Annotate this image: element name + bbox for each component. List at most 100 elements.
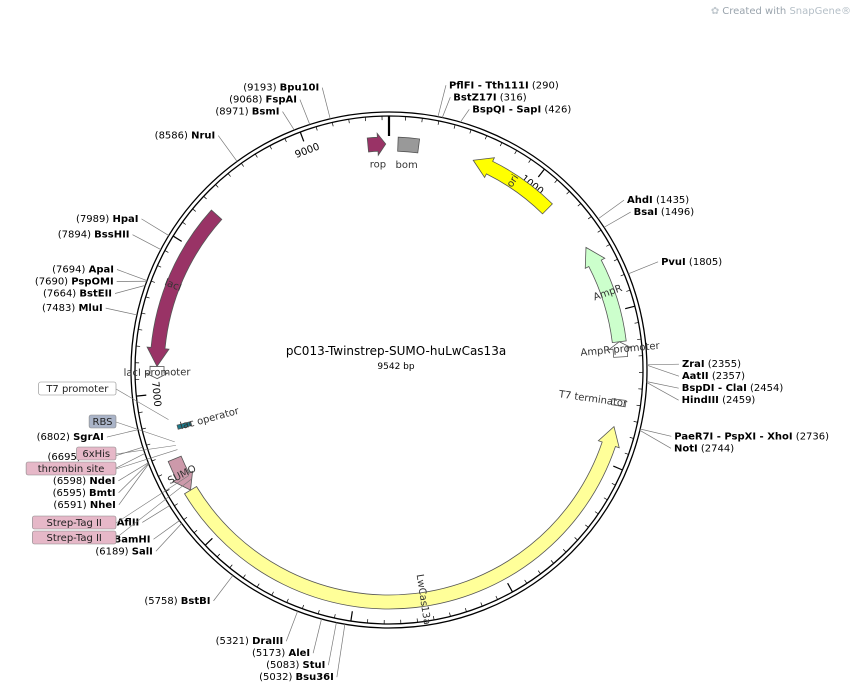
tick-mark — [145, 296, 150, 299]
tick-mark — [433, 615, 435, 621]
callout-t7-promoter: T7 promoter — [45, 384, 109, 395]
tick-mark — [331, 122, 334, 127]
tick-mark — [603, 497, 608, 501]
site-leader — [328, 622, 337, 666]
site-leader — [299, 99, 311, 125]
site-leader — [646, 363, 679, 366]
tick-mark — [537, 168, 545, 178]
tick-mark — [550, 560, 554, 564]
site-label-sgrai: (6802) SgrAI — [37, 432, 104, 443]
feature-bom — [397, 136, 421, 154]
site-leader — [106, 429, 139, 438]
tick-mark — [554, 179, 558, 183]
callout-6xhis: 6xHis — [82, 449, 110, 460]
tick-mark — [284, 138, 287, 143]
site-label-bmti: (6595) BmtI — [53, 488, 116, 499]
restriction-sites: PflFI - Tth111I (290)BstZ17I (316)BspQI … — [35, 80, 829, 683]
site-leader — [603, 211, 631, 228]
tick-mark — [629, 437, 634, 439]
tick-mark — [626, 289, 631, 292]
tick-mark — [138, 411, 143, 414]
tick-mark — [271, 591, 274, 596]
tick-mark — [204, 537, 213, 546]
site-leader — [118, 462, 149, 482]
site-leader — [217, 135, 238, 162]
tick-mark — [241, 163, 244, 167]
tick-mark — [203, 196, 207, 200]
site-leader — [141, 218, 169, 236]
tick-mark — [449, 612, 451, 617]
site-leader — [321, 87, 331, 119]
site-label-bsu36i: (5032) Bsu36I — [259, 672, 334, 683]
site-leader — [597, 199, 625, 220]
tick-mark — [464, 607, 467, 612]
credit-prefix: Created with — [722, 6, 790, 17]
site-label-bstbi: (5758) BstBI — [144, 596, 210, 607]
tick-mark — [150, 280, 155, 283]
tick-mark — [634, 322, 639, 324]
tick-mark — [138, 329, 143, 331]
tick-mark — [613, 258, 618, 262]
tick-mark — [299, 131, 305, 142]
callout-box — [38, 381, 117, 396]
feature-label-laci-promoter: lacI promoter — [123, 367, 191, 379]
tick-mark — [574, 537, 578, 541]
tick-mark — [216, 553, 221, 558]
site-leader — [142, 505, 170, 523]
site-leader — [213, 575, 234, 602]
site-label-bsshii: (7894) BssHII — [58, 230, 130, 241]
site-label-zrai: ZraI (2355) — [682, 359, 741, 370]
site-leader — [628, 261, 659, 275]
site-label-paer7i-pspxi-xhoi: PaeR7I - PspXI - XhoI (2736) — [674, 431, 829, 442]
tick-mark — [146, 443, 151, 446]
site-leader — [155, 523, 182, 552]
feature-lac-operator — [176, 421, 193, 430]
feature-label-rop: rop — [370, 159, 386, 170]
site-label-sali: (6189) SalI — [95, 546, 153, 557]
tick-mark — [537, 570, 541, 575]
tick-mark — [480, 602, 483, 607]
tick-mark — [453, 124, 456, 129]
tick-mark — [421, 118, 423, 123]
feature-label-bom: bom — [396, 160, 418, 171]
tick-mark — [624, 452, 629, 455]
tick-label: 9000 — [294, 142, 322, 161]
snapgene-logo-icon: ✿ — [710, 6, 720, 17]
callout-strep-tag-ii: Strep-Tag II — [47, 533, 102, 544]
tick-mark — [242, 574, 246, 579]
tick-mark — [606, 244, 610, 247]
tick-mark — [585, 524, 589, 528]
site-leader — [441, 97, 451, 118]
tick-mark — [613, 465, 623, 471]
tick-mark — [350, 611, 353, 622]
site-label-bspdi-clai: BspDI - ClaI (2454) — [682, 383, 784, 394]
callout-leader — [115, 421, 175, 443]
site-label-bstz17i: BstZ17I (316) — [453, 92, 526, 103]
site-label-bspqi-sapi: BspQI - SapI (426) — [472, 104, 571, 115]
site-leader — [112, 446, 143, 458]
site-label-ndei: (6598) NdeI — [53, 476, 115, 487]
tick-mark — [136, 394, 147, 397]
tick-mark — [437, 120, 440, 125]
tick-mark — [597, 229, 602, 233]
tick-mark — [141, 427, 146, 430]
tick-mark — [469, 129, 472, 134]
site-label-fspai: (9068) FspAI — [229, 95, 297, 106]
tick-mark — [484, 135, 488, 140]
tick-mark — [269, 145, 272, 150]
tick-mark — [566, 191, 570, 195]
site-leader — [285, 611, 298, 642]
tick-mark — [174, 503, 178, 507]
site-label-stui: (5083) StuI — [266, 660, 325, 671]
site-leader — [105, 307, 138, 316]
feature-sumo — [167, 455, 194, 491]
tick-mark — [301, 604, 304, 609]
tick-mark — [315, 126, 318, 131]
feature-label-lac-operator: lac operator — [179, 406, 241, 433]
tick-mark — [227, 173, 231, 177]
tick-mark — [256, 583, 260, 588]
site-label-ahdi: AhdI (1435) — [627, 195, 689, 206]
tick-mark — [577, 203, 582, 207]
